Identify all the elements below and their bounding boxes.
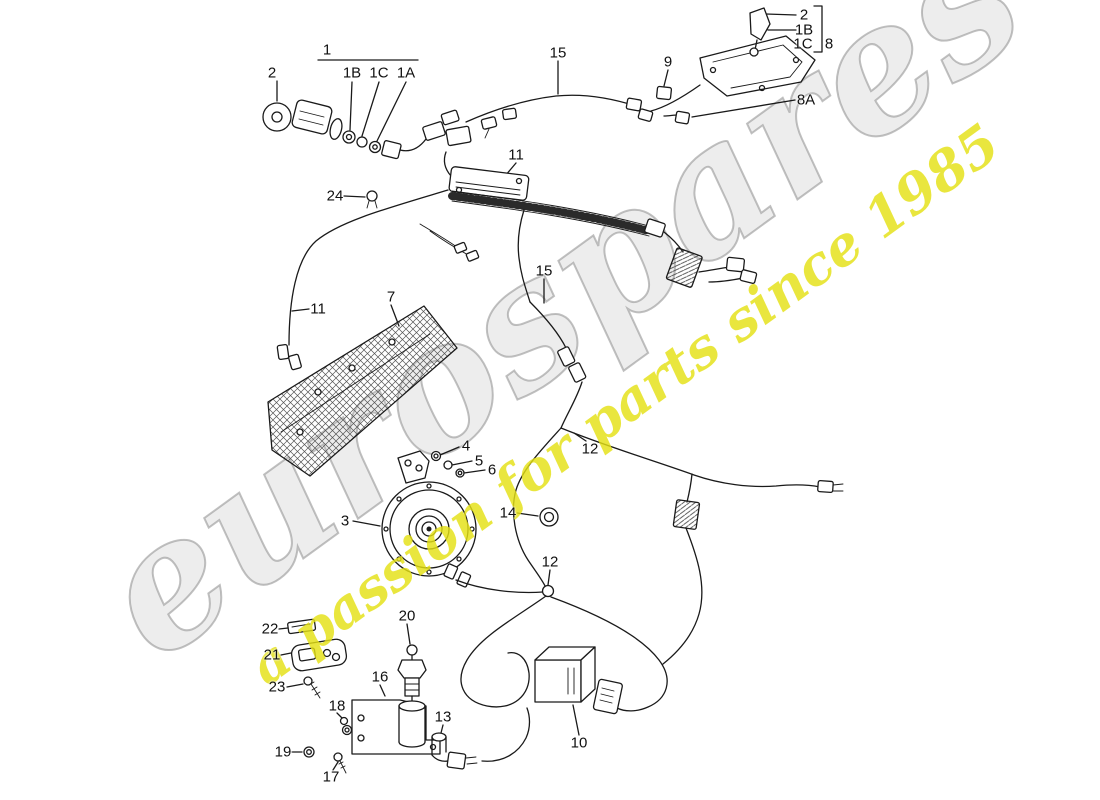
alarm-switch-drawing [397,644,427,704]
horn-drawing [381,450,477,577]
elbow-connector-drawing [431,732,478,770]
lower-cables-drawing [443,527,703,762]
grommet-drawing [539,507,559,527]
sound-absorber-mat-drawing [267,305,458,477]
leader-lines [276,5,823,771]
remote-transmitter-drawing [287,618,348,699]
alarm-actuator-drawing [699,7,816,97]
main-harness-drawing [448,190,758,288]
left-branch-wires [276,189,480,371]
small-fasteners-drawing [303,716,353,774]
mid-harness-wires [512,209,844,591]
relay-drawing [534,646,623,715]
front-harness-drawing [422,84,701,147]
mounting-bracket-drawing [351,699,441,755]
key-lock-cylinder-drawing [262,99,427,160]
control-module-drawing [443,151,530,201]
